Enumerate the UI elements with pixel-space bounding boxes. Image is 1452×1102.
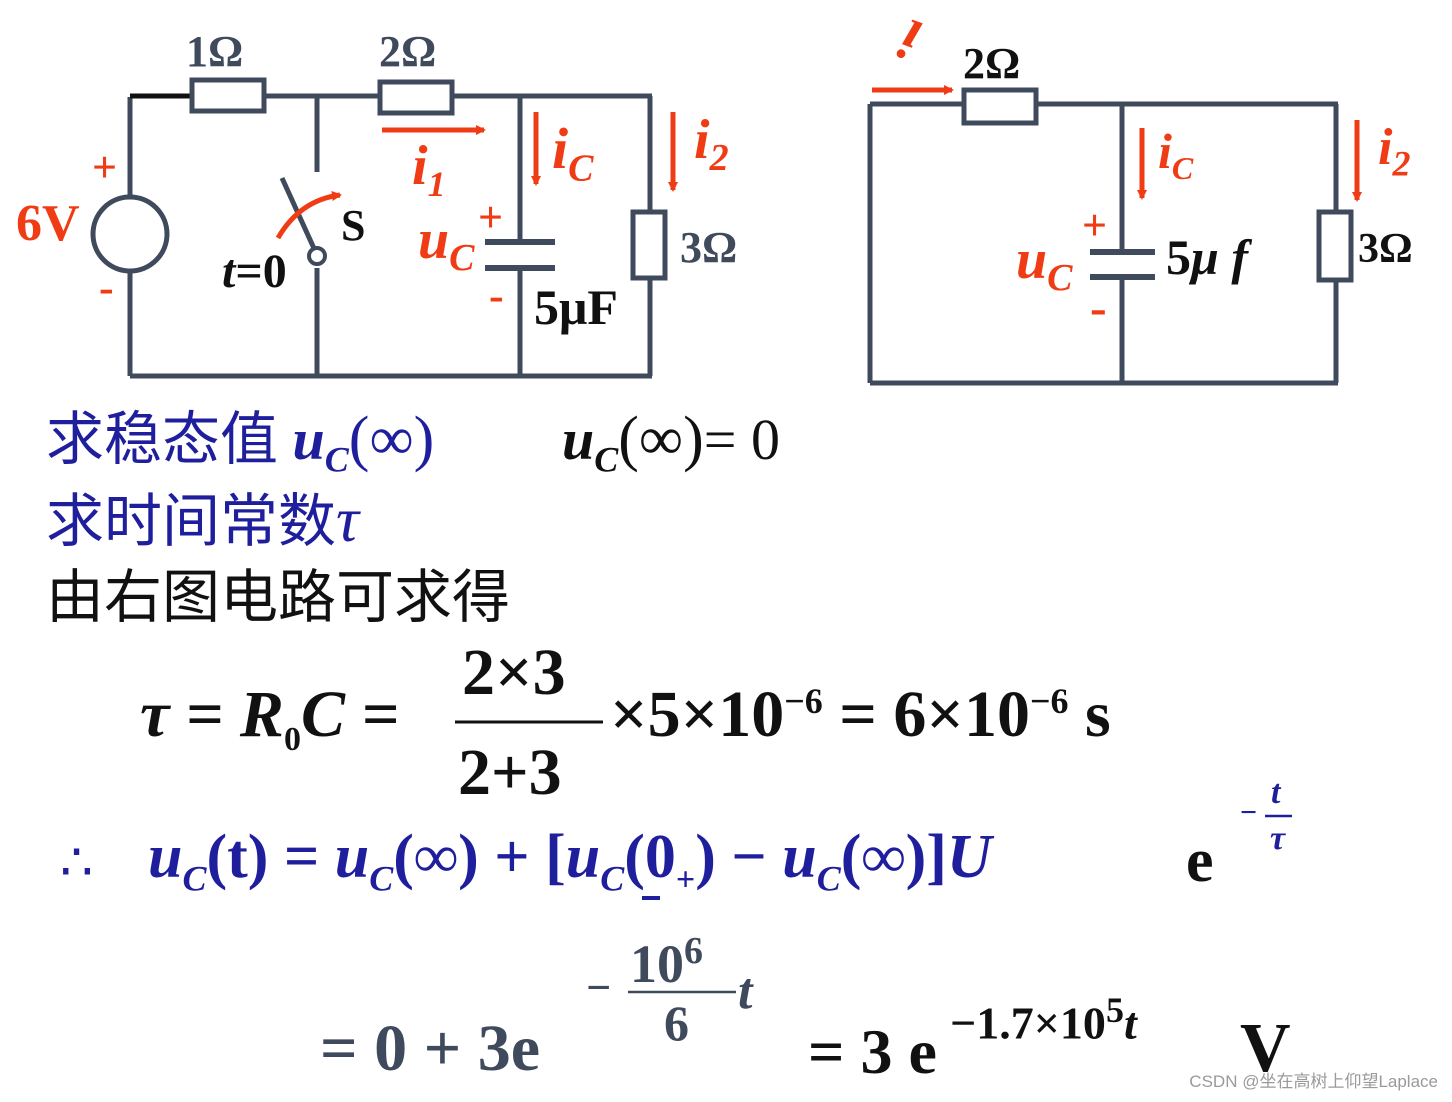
full-response-e: e [1186, 827, 1214, 895]
time-constant-line: 求时间常数τ [46, 484, 359, 555]
label-i1: i1 [412, 135, 446, 205]
steady-state-result: uC(∞)= 0 [562, 405, 780, 480]
label-i2: i2 [694, 109, 729, 180]
tau-eq-lhs: τ = R0C = [140, 678, 400, 759]
label-r1: 1Ω [186, 27, 244, 76]
label-r3: 3Ω [680, 223, 738, 272]
label-cap-minus: - [489, 271, 504, 320]
switch-blade [279, 176, 320, 257]
label-switch-time: t=0 [222, 245, 287, 298]
switch-contact [307, 246, 327, 266]
tau-eq-rhs: ×5×10−6 = 6×10−6 s [610, 678, 1111, 751]
label-cap-5uf: 5μF [534, 279, 618, 335]
label-right-ic: iC [1158, 123, 1194, 186]
label-ic: iC [552, 116, 594, 190]
voltage-source [90, 194, 170, 274]
full-response-exp-num: t [1271, 774, 1281, 811]
line3-exp-den: 6 [664, 995, 689, 1051]
switch-action-arrow [275, 191, 342, 240]
tau-frac-num: 2×3 [462, 636, 566, 709]
label-right-uc: uC [1016, 229, 1073, 300]
label-switch-s: S [341, 201, 366, 250]
line3-exp-minus: − [586, 963, 612, 1012]
steady-state-line: 求稳态值 uC(∞) [46, 405, 435, 480]
right-resistor-2ohm [961, 87, 1039, 126]
label-source-minus: - [99, 263, 114, 312]
line3-exp-t: t [738, 963, 753, 1020]
label-uc: uC [418, 209, 475, 280]
line3-unit: V [1240, 1010, 1291, 1087]
full-response-exp-den: τ [1270, 820, 1286, 857]
label-r2: 2Ω [379, 27, 437, 76]
line3-rhs: = 3 e [808, 1016, 937, 1087]
label-right-cap-5uf: 5μ f [1166, 229, 1248, 285]
right-resistor-3ohm [1316, 209, 1354, 283]
label-right-i2: i2 [1378, 119, 1411, 184]
label-right-cap-minus: - [1090, 279, 1107, 335]
full-response-exp-minus: − [1240, 796, 1258, 829]
resistor-1ohm [189, 77, 267, 114]
from-right-circuit-line: 由右图电路可求得 [46, 563, 511, 631]
line3-rhs-exp: −1.7×105t [950, 990, 1137, 1049]
label-source-6v: 6V [16, 195, 80, 252]
left-circuit-wires [127, 93, 653, 379]
therefore-symbol: ∴ [60, 835, 94, 892]
watermark: CSDN @坐在高树上仰望Laplace [1189, 1072, 1438, 1091]
label-source-plus: + [92, 143, 118, 192]
line3-lhs: = 0 + 3e [320, 1012, 541, 1085]
resistor-3ohm [630, 209, 668, 281]
line3-exp-num: 106 [630, 930, 703, 994]
label-right-r3: 3Ω [1358, 226, 1413, 272]
label-cap-plus: + [478, 193, 504, 242]
full-response-eq: uC(t) = uC(∞) + [uC(0+) − uC(∞)]U [148, 823, 992, 899]
tau-frac-den: 2+3 [458, 736, 562, 809]
right-circuit-wires [867, 101, 1339, 386]
label-right-cap-plus: + [1082, 201, 1108, 250]
label-right-r2: 2Ω [963, 39, 1021, 88]
resistor-2ohm [377, 79, 455, 116]
